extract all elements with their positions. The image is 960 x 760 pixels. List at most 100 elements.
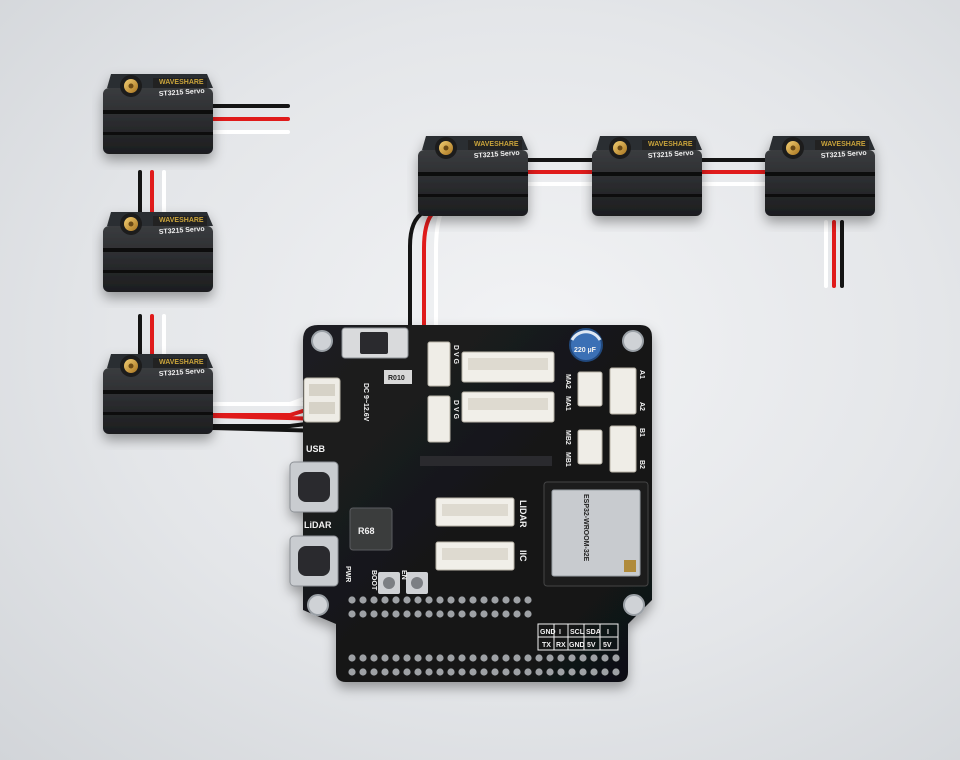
pin-hole	[447, 596, 455, 604]
motor-connector-b[interactable]	[461, 391, 555, 423]
pin-hole	[348, 654, 356, 662]
servo-model: ST3215 Servo	[159, 88, 205, 98]
pin-hole	[502, 610, 510, 618]
pin-hole	[414, 668, 422, 676]
servo-brand: WAVESHARE	[821, 141, 866, 148]
pin-hole	[392, 596, 400, 604]
label-b1: B1	[638, 428, 645, 437]
pin-hole	[513, 654, 521, 662]
iic-connector[interactable]	[435, 541, 515, 571]
pin-hole	[535, 654, 543, 662]
boot-button[interactable]	[378, 572, 400, 594]
usb-c-port[interactable]	[289, 461, 339, 513]
pin-hole	[524, 654, 532, 662]
mounting-hole	[311, 330, 333, 352]
motor-connector-a[interactable]	[461, 351, 555, 383]
dc-input-connector[interactable]	[303, 377, 341, 423]
pin-hole	[524, 668, 532, 676]
lidar-label: LIDAR	[518, 500, 528, 528]
pin-hole	[458, 610, 466, 618]
servo-brand: WAVESHARE	[474, 141, 519, 148]
servo-model: ST3215 Servo	[159, 368, 205, 378]
pin-hole	[480, 596, 488, 604]
servo-top-middle: WAVESHARE ST3215 Servo	[418, 136, 528, 216]
pin-hole	[425, 668, 433, 676]
pin-hole	[370, 596, 378, 604]
pin-hole	[491, 668, 499, 676]
pin-hole	[447, 610, 455, 618]
pin-hole	[359, 610, 367, 618]
en-button[interactable]	[406, 572, 428, 594]
pin-hole	[458, 668, 466, 676]
servo-model: ST3215 Servo	[159, 226, 205, 236]
pin-hole	[359, 596, 367, 604]
power-switch[interactable]	[341, 327, 409, 359]
pin-hole	[480, 668, 488, 676]
pin-hole	[403, 596, 411, 604]
servo-top-right: WAVESHARE ST3215 Servo	[765, 136, 875, 216]
pin-hole	[414, 596, 422, 604]
pin-hole	[491, 610, 499, 618]
servo-port-bottom[interactable]	[427, 395, 451, 443]
wire-outgoing-right	[824, 220, 844, 288]
mounting-holes	[307, 330, 645, 616]
pin-hole	[612, 654, 620, 662]
pin-table-cell: RX	[556, 642, 566, 649]
lidar-usb-c-port[interactable]	[289, 535, 339, 587]
servo-port-top[interactable]	[427, 341, 451, 387]
pin-hole	[370, 610, 378, 618]
electrolytic-capacitor	[569, 328, 603, 362]
pin-hole	[370, 654, 378, 662]
encoder-port-b1[interactable]	[609, 425, 637, 473]
pin-hole	[381, 668, 389, 676]
servo-brand: WAVESHARE	[159, 217, 204, 224]
lidar-connector[interactable]	[435, 497, 515, 527]
pin-hole	[458, 596, 466, 604]
pin-hole	[436, 610, 444, 618]
pin-hole	[392, 610, 400, 618]
pin-hole	[425, 596, 433, 604]
pin-hole	[381, 596, 389, 604]
pin-hole	[491, 596, 499, 604]
pin-hole	[359, 668, 367, 676]
pin-table-cell: SDA	[586, 629, 601, 636]
label-b2: B2	[638, 460, 645, 469]
iic-label: IIC	[518, 550, 528, 562]
pin-hole	[579, 668, 587, 676]
encoder-port-ma2[interactable]	[577, 371, 603, 407]
power-inductor	[349, 507, 393, 551]
current-sense-resistor	[384, 370, 412, 384]
label-ma2: MA2	[564, 374, 571, 389]
mounting-hole	[622, 330, 644, 352]
pwr-label: PWR	[344, 566, 351, 582]
pin-hole	[359, 654, 367, 662]
pin-hole	[458, 654, 466, 662]
wire-chain-left-2	[138, 314, 166, 358]
pin-hole	[590, 654, 598, 662]
pin-hole	[469, 668, 477, 676]
pin-hole	[348, 596, 356, 604]
pin-hole	[436, 654, 444, 662]
inductor-label: R68	[358, 526, 375, 536]
pin-hole	[403, 610, 411, 618]
pin-hole	[513, 610, 521, 618]
pin-hole	[436, 668, 444, 676]
esp32-module	[543, 481, 649, 587]
pin-hole	[502, 654, 510, 662]
encoder-port-mb2[interactable]	[577, 429, 603, 465]
pin-hole	[403, 654, 411, 662]
label-a1: A1	[638, 370, 645, 379]
mounting-hole	[307, 594, 329, 616]
encoder-port-a1[interactable]	[609, 367, 637, 415]
pin-hole	[601, 668, 609, 676]
driver-board: DC 9~12.6V R010 D V G D V G 220 µF	[289, 325, 652, 682]
servo-brand: WAVESHARE	[159, 359, 204, 366]
pin-table: GND I SCL SDA I TX RX GND 5V 5V	[537, 623, 619, 651]
pin-hole	[579, 654, 587, 662]
pin-hole	[469, 610, 477, 618]
servo-left-bottom: WAVESHARE ST3215 Servo	[103, 354, 213, 434]
pin-table-cell: 5V	[603, 642, 612, 649]
pin-table-cell: 5V	[587, 642, 596, 649]
pin-hole	[414, 654, 422, 662]
